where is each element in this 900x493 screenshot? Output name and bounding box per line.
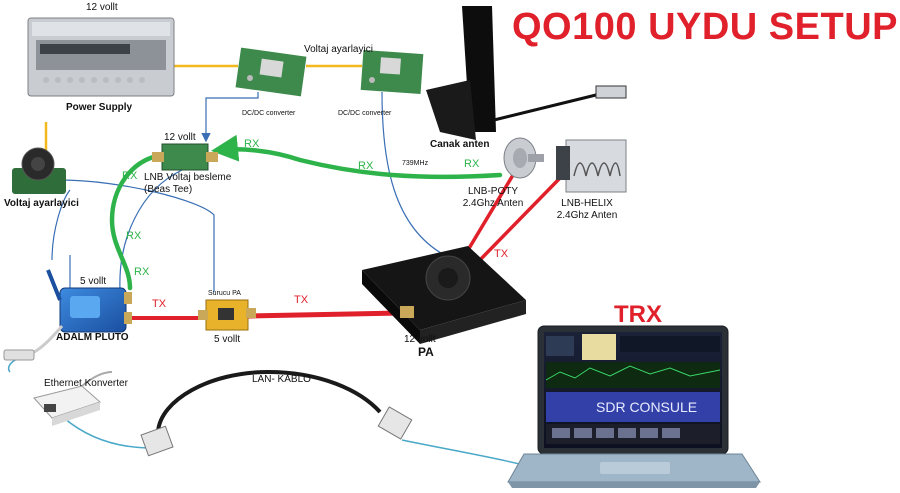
- pluto-voltage-label: 5 vollt: [80, 276, 107, 287]
- pa-label: PA: [418, 345, 434, 359]
- rx-marker-2: RX: [358, 160, 374, 172]
- power-supply-label: Power Supply: [66, 102, 133, 113]
- lan-cable-label: LAN- KABLO: [252, 374, 311, 385]
- dcdc-converter-2-label: DC/DC converter: [338, 110, 392, 117]
- lnb-helix-band: 2.4Ghz Anten: [556, 209, 618, 221]
- power-amplifier: [362, 246, 526, 344]
- psu-voltage-label: 12 vollt: [86, 2, 118, 13]
- rx-marker-1: RX: [244, 138, 260, 150]
- tx-cable: [118, 168, 562, 320]
- ethernet-converter: [33, 371, 113, 426]
- rj45-connector-right: [377, 406, 413, 440]
- lnb-power-label: LNB Voltaj besleme: [144, 172, 232, 183]
- rx-marker-5: RX: [126, 230, 142, 242]
- lan-cable: [156, 369, 382, 433]
- dcdc-converter-2: [360, 49, 424, 95]
- power-supply: [27, 17, 175, 97]
- rx-cable: [109, 134, 503, 291]
- frequency-label: 739MHz: [402, 160, 429, 167]
- voltage-regulator-top-label: Voltaj ayarlayici: [304, 44, 373, 55]
- bias-tee: [152, 143, 218, 171]
- rx-marker-3: RX: [464, 158, 480, 170]
- usb-cable: [3, 325, 64, 361]
- voltage-regulator-left-label: Voltaj ayarlayici: [4, 198, 79, 209]
- driver-pa-label: Surucu PA: [208, 290, 241, 297]
- dish-antenna-label: Canak anten: [430, 139, 490, 150]
- voltage-regulator-left: [12, 147, 66, 194]
- sdr-console-label: SDR CONSULE: [596, 399, 698, 415]
- rx-marker-4: RX: [122, 170, 138, 182]
- bias-tee-voltage-label: 12 vollt: [164, 132, 196, 143]
- lnb-poty-label: LNB-POTY 2.4Ghz Anten: [438, 186, 548, 209]
- ethernet-converter-label: Ethernet Konverter: [44, 378, 128, 389]
- adalm-pluto-label: ADALM PLUTO: [56, 332, 129, 343]
- tx-marker-3: TX: [494, 248, 509, 260]
- trx-label: TRX: [614, 301, 662, 328]
- rj45-connector-left: [140, 425, 174, 457]
- lnb-helix-name: LNB-HELIX: [561, 198, 613, 209]
- adalm-pluto: [46, 269, 132, 333]
- satellite-dish: [426, 6, 627, 140]
- laptop: [507, 325, 761, 488]
- dcdc-converter-1-label: DC/DC converter: [242, 110, 296, 117]
- lnb-poty-band: 2.4Ghz Anten: [462, 197, 524, 209]
- control-wires: [51, 91, 451, 292]
- lnb-helix-antenna: [556, 139, 627, 193]
- tx-marker-1: TX: [152, 298, 167, 310]
- pa-voltage-label: 12 vollt: [404, 334, 436, 345]
- bias-tee-label: (Beas Tee): [144, 184, 193, 195]
- driver-pa-voltage-label: 5 vollt: [214, 334, 241, 345]
- diagram-title: QO100 UYDU SETUP: [512, 6, 898, 48]
- lnb-poty-antenna: [503, 137, 544, 179]
- lnb-helix-label: LNB-HELIX 2.4Ghz Anten: [545, 198, 629, 221]
- driver-pa: [198, 299, 256, 331]
- rx-marker-6: RX: [134, 266, 150, 278]
- tx-marker-2: TX: [294, 294, 309, 306]
- dcdc-converter-1: [235, 47, 307, 97]
- lnb-poty-name: LNB-POTY: [467, 186, 518, 197]
